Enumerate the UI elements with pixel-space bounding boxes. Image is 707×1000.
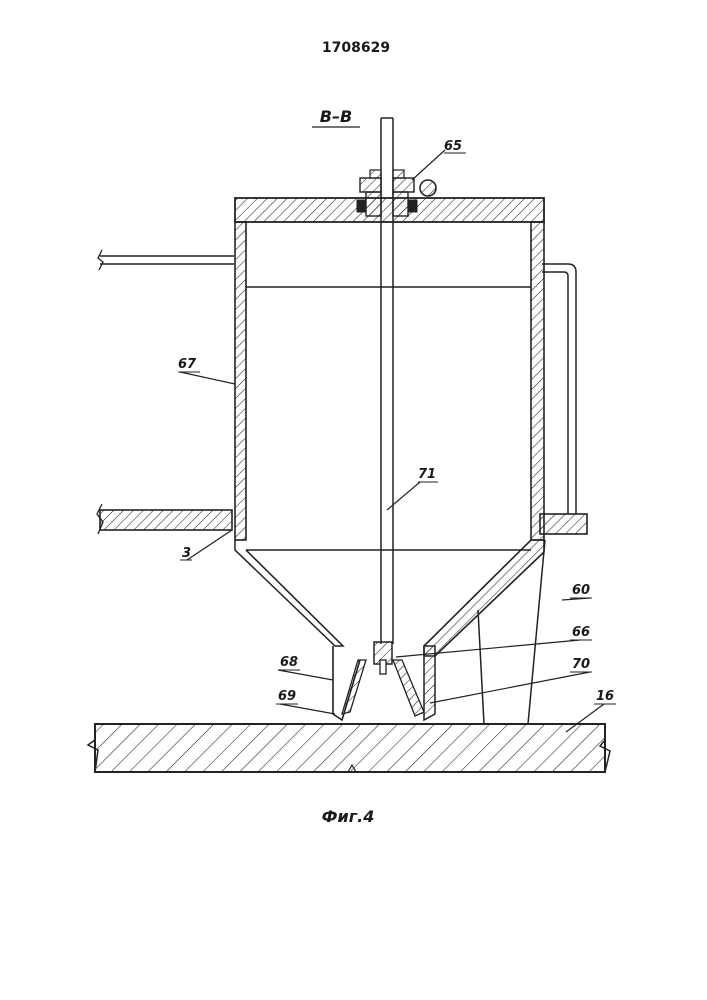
tank-left-wall [235,222,246,540]
left-flange [100,510,232,530]
support-leg-right [528,540,545,724]
label-60: 60 [572,583,590,598]
leader-69 [280,704,335,714]
patent-number: 1708629 [322,40,390,56]
label-67: 67 [178,357,197,372]
label-68: 68 [280,655,298,670]
seal-cord-section [420,180,436,196]
figure-caption: Фиг.4 [322,807,375,826]
gland-lower-left [366,192,381,216]
leader-67 [180,372,235,384]
outlet-right-wedge [393,660,424,716]
label-69: 69 [278,689,296,704]
cone-left-wall-inner [246,550,343,646]
label-16: 16 [596,689,614,704]
seal-ring-left [357,200,366,212]
leader-3 [187,530,232,560]
gland-stem-right [393,170,404,178]
leader-65 [412,150,445,180]
gland-nut-left [360,178,381,192]
support-leg-left [478,610,484,724]
base-plate [95,724,605,772]
section-label: В–В [320,107,352,126]
outlet-left-wedge [342,660,366,714]
right-flange [540,514,587,534]
cone-right-wall [424,540,544,656]
leader-70 [430,672,590,703]
seal-ring-right [408,200,417,212]
label-71: 71 [418,467,436,482]
gland-lower-right [393,192,408,216]
tank-lid [235,198,544,222]
overflow-pipe-outer [542,264,576,514]
label-70: 70 [572,657,590,672]
leader-71 [387,482,420,510]
outlet-right-wall [424,646,435,720]
tank-right-wall [531,222,544,540]
leader-68 [278,670,333,680]
label-66: 66 [572,625,590,640]
label-3: 3 [182,546,191,561]
overflow-pipe-inner [542,272,568,514]
inlet-pipe-break [98,250,103,270]
gland-nut-right [393,178,414,192]
valve-pin [380,660,386,674]
gland-stem-left [370,170,381,178]
label-65: 65 [444,139,462,154]
